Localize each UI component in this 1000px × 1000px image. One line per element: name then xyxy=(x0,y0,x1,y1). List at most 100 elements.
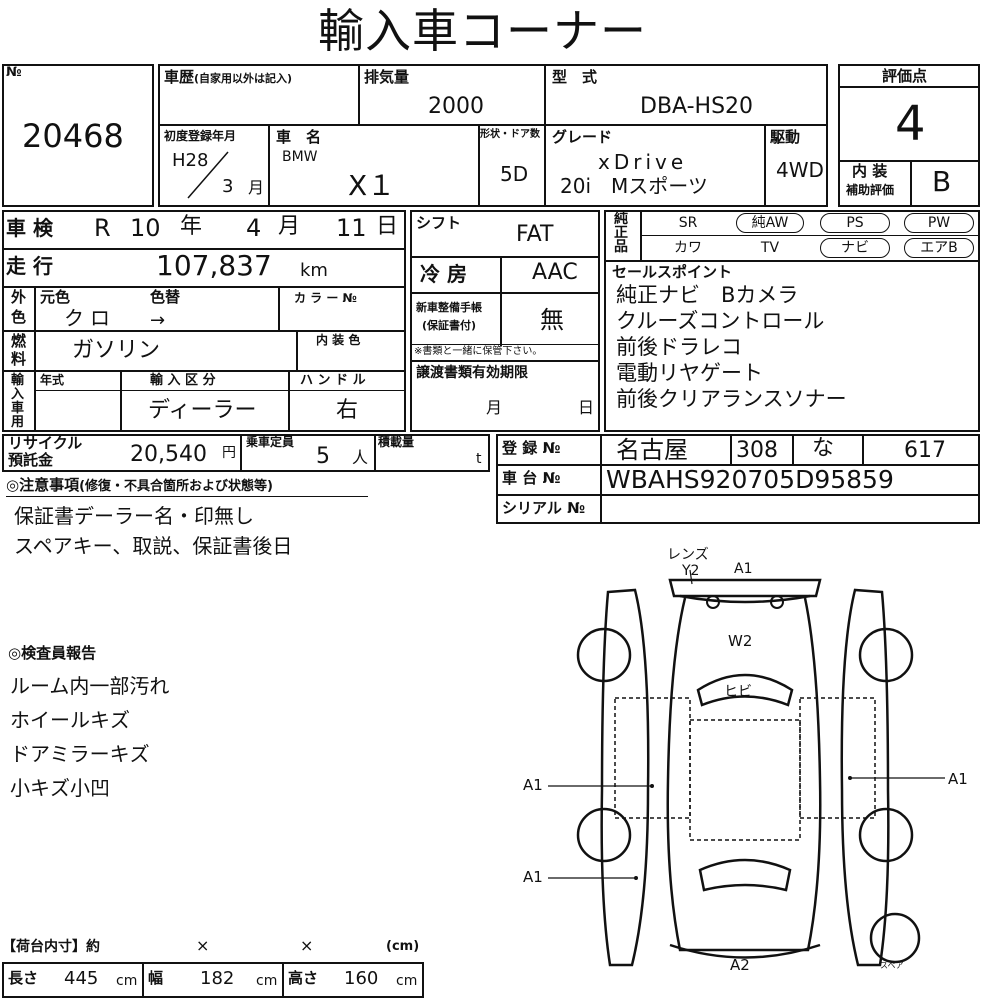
damage-a2: A2 xyxy=(730,956,750,974)
cargo-x2: × xyxy=(300,936,314,955)
recycle-label-1: リサイクル xyxy=(8,434,83,452)
sales-points-label: セールスポイント xyxy=(612,263,733,281)
score-box xyxy=(838,64,980,207)
cargo-width-label: 幅 xyxy=(148,969,164,987)
mileage-value: 107,837 xyxy=(156,249,272,282)
model-value: DBA-HS20 xyxy=(640,94,754,119)
inspection-month-unit: 月 xyxy=(278,214,301,239)
exterior-label-1: 外 xyxy=(11,288,27,306)
inspection-month: 4 xyxy=(246,214,262,242)
grade-line1: xDrive xyxy=(598,150,688,174)
stock-box xyxy=(2,64,154,207)
option-tv: TV xyxy=(760,240,780,256)
score-label: 評価点 xyxy=(882,67,928,85)
handle-value: 右 xyxy=(336,398,359,423)
transfer-month-unit: 月 xyxy=(486,398,503,417)
genuine-label-3: 品 xyxy=(614,239,628,255)
cargo-x1: × xyxy=(196,936,210,955)
option-leather: カワ xyxy=(674,240,702,256)
first-reg-month: 3 xyxy=(222,176,234,197)
interior-score-label-2: 補助評価 xyxy=(846,183,895,197)
shift-value: FAT xyxy=(516,222,554,247)
recycle-label-2: 預託金 xyxy=(8,451,54,469)
grade-label: グレード xyxy=(552,128,613,146)
inspection-label: 車 検 xyxy=(6,216,53,240)
option-ps: PS xyxy=(820,213,890,233)
center-block xyxy=(410,210,600,432)
inspection-year: 10 xyxy=(130,214,161,242)
stock-no-label: № xyxy=(6,65,22,80)
orig-color-label: 元色 xyxy=(40,288,71,306)
inspection-day: 11 xyxy=(336,214,367,242)
fuel-value: ガソリン xyxy=(72,338,161,363)
interior-score-label-1: 内 装 xyxy=(852,162,888,180)
ac-label: 冷 房 xyxy=(420,262,467,286)
damage-lens: レンズ xyxy=(667,547,709,563)
cargo-height-label: 高さ xyxy=(288,969,319,987)
import-type-value: ディーラー xyxy=(148,398,257,423)
car-damage-diagram xyxy=(548,569,945,967)
damage-w2: W2 xyxy=(728,632,753,650)
damage-hibi: ヒビ xyxy=(724,684,752,700)
car-maker: BMW xyxy=(282,149,318,165)
inspector-label: ◎検査員報告 xyxy=(8,644,97,662)
model-label: 型 式 xyxy=(552,68,598,86)
cargo-length: 445 xyxy=(64,968,99,989)
notes-line-2: スペアキー、取説、保証書後日 xyxy=(14,534,293,558)
sales-points-block xyxy=(604,262,980,432)
first-reg-month-unit: 月 xyxy=(248,178,265,197)
load-label: 積載量 xyxy=(378,435,415,449)
inspection-year-unit: 年 xyxy=(180,214,203,239)
notes-line-1: 保証書デーラー名・印無し xyxy=(14,504,254,528)
car-name-value: X１ xyxy=(348,169,396,202)
import-type-label: 輸 入 区 分 xyxy=(150,373,216,388)
sales-point-1: 純正ナビ Bカメラ xyxy=(616,283,799,307)
repaint-value: → xyxy=(150,310,166,331)
inspection-era: R xyxy=(94,214,111,242)
stock-number: 20468 xyxy=(22,117,124,155)
first-reg-label: 初度登録年月 xyxy=(164,129,237,143)
recycle-value: 20,540 xyxy=(130,442,207,467)
drive-value: 4WD xyxy=(776,158,824,182)
shift-label: シフト xyxy=(416,214,462,232)
serial-label: シリアル № xyxy=(502,499,586,517)
inspector-line-2: ホイールキズ xyxy=(10,708,130,732)
shape-value: 5D xyxy=(500,162,529,186)
cargo-width: 182 xyxy=(200,968,235,989)
maintenance-value: 無 xyxy=(540,306,564,334)
recycle-block xyxy=(2,434,490,472)
maintenance-label-2: (保証書付) xyxy=(422,319,477,332)
registration-class: 308 xyxy=(736,438,778,463)
chassis-value: WBAHS920705D95859 xyxy=(606,465,894,494)
registration-label: 登 録 № xyxy=(502,439,561,457)
spare-label: スペア xyxy=(880,961,904,970)
left-middle-block xyxy=(2,210,406,432)
first-reg-slash xyxy=(187,151,229,199)
grade-line2: 20i Mスポーツ xyxy=(560,174,708,198)
inspector-line-3: ドアミラーキズ xyxy=(10,742,150,766)
mileage-unit: km xyxy=(300,260,328,281)
page-title: 輸入車コーナー xyxy=(318,4,647,58)
transfer-label: 譲渡書類有効期限 xyxy=(416,365,528,381)
cargo-dimension-block xyxy=(2,962,424,998)
inspector-line-1: ルーム内一部汚れ xyxy=(10,674,170,698)
chassis-label: 車 台 № xyxy=(502,469,561,487)
repaint-label: 色替 xyxy=(150,288,181,306)
mileage-label: 走 行 xyxy=(6,254,53,278)
interior-color-label: 内 装 色 xyxy=(316,333,361,347)
sales-point-4: 電動リヤゲート xyxy=(616,361,763,385)
registration-kana: な xyxy=(812,436,835,461)
transfer-day-unit: 日 xyxy=(578,398,595,417)
capacity-unit: 人 xyxy=(352,448,369,467)
cargo-width-unit: cm xyxy=(256,973,278,989)
capacity-label: 乗車定員 xyxy=(246,435,295,449)
sales-point-2: クルーズコントロール xyxy=(616,309,825,333)
maintenance-label-1: 新車整備手帳 xyxy=(416,301,482,314)
fuel-label-2: 料 xyxy=(11,350,27,368)
displacement-label: 排気量 xyxy=(364,68,410,86)
orig-color-value: クロ xyxy=(64,306,116,330)
genuine-label-1: 純 xyxy=(614,211,628,227)
maintenance-note: ※書類と一緒に保管下さい。 xyxy=(414,346,543,357)
history-label: 車歴(自家用以外は記入) xyxy=(164,68,293,86)
import-label-2: 入 xyxy=(11,387,25,402)
